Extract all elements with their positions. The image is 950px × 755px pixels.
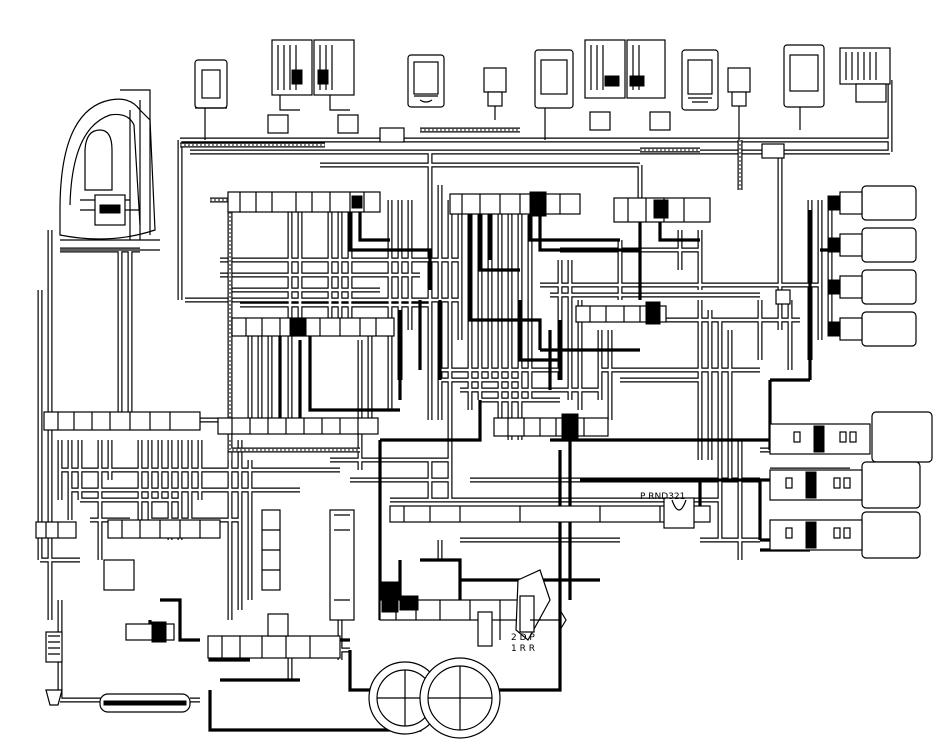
spool-valve-upper-left bbox=[227, 191, 381, 213]
left-side-valve bbox=[35, 521, 77, 539]
solenoid-2 bbox=[827, 227, 917, 263]
small-valve-bottom-left bbox=[125, 621, 175, 643]
spool-valve-lower-center bbox=[493, 413, 609, 439]
pressure-switch-2 bbox=[727, 67, 751, 140]
solenoid-1 bbox=[827, 185, 917, 221]
lower-left-components bbox=[45, 509, 355, 713]
accumulator-1 bbox=[194, 59, 228, 140]
oil-pump bbox=[368, 657, 501, 739]
filter-cone bbox=[45, 689, 63, 706]
spool-valve-middle-left bbox=[231, 317, 395, 337]
shift-solenoids bbox=[769, 185, 933, 559]
linear-solenoid-2 bbox=[769, 461, 921, 509]
accumulator-5 bbox=[783, 44, 825, 130]
solenoid-4 bbox=[827, 311, 917, 347]
small-accumulator-left bbox=[103, 559, 135, 591]
check-ball-right bbox=[775, 289, 791, 305]
spool-valve-middle-right bbox=[575, 301, 667, 325]
clutch-piston-3 bbox=[839, 47, 891, 103]
clutch-piston-pair-2 bbox=[584, 39, 671, 131]
selector-position-label: P RND321 bbox=[640, 492, 685, 502]
solenoid-3 bbox=[827, 269, 917, 305]
spool-valve-upper-center bbox=[449, 191, 581, 217]
top-accumulators bbox=[194, 39, 891, 159]
manual-valve bbox=[389, 497, 711, 529]
spool-valve-lower-left bbox=[217, 417, 379, 435]
lever-label-bottom: 1 R R bbox=[511, 644, 535, 654]
pressure-regulator-valve bbox=[207, 613, 341, 659]
regulator-valve-bottom bbox=[379, 581, 541, 621]
accumulator-4 bbox=[681, 49, 719, 111]
diagram-labels: P RND321 2 D P 1 R R bbox=[511, 492, 685, 654]
linear-solenoid-1 bbox=[769, 411, 933, 463]
check-valve-top bbox=[761, 143, 785, 159]
accumulator-2 bbox=[407, 54, 445, 108]
spool-valve-upper-right bbox=[613, 197, 711, 223]
damper-vertical bbox=[329, 509, 355, 621]
lever-label-top: 2 D P bbox=[511, 633, 535, 643]
clutch-piston-pair-1 bbox=[267, 39, 405, 143]
pressure-switch-1 bbox=[483, 67, 507, 120]
spool-valve-bottom-left bbox=[107, 519, 221, 539]
spool-valve-far-left bbox=[43, 411, 201, 431]
linear-solenoid-3 bbox=[769, 511, 921, 559]
accumulator-3 bbox=[534, 49, 574, 140]
selector-detent bbox=[477, 569, 567, 647]
spool-valves bbox=[35, 191, 711, 659]
torque-converter bbox=[59, 89, 160, 251]
